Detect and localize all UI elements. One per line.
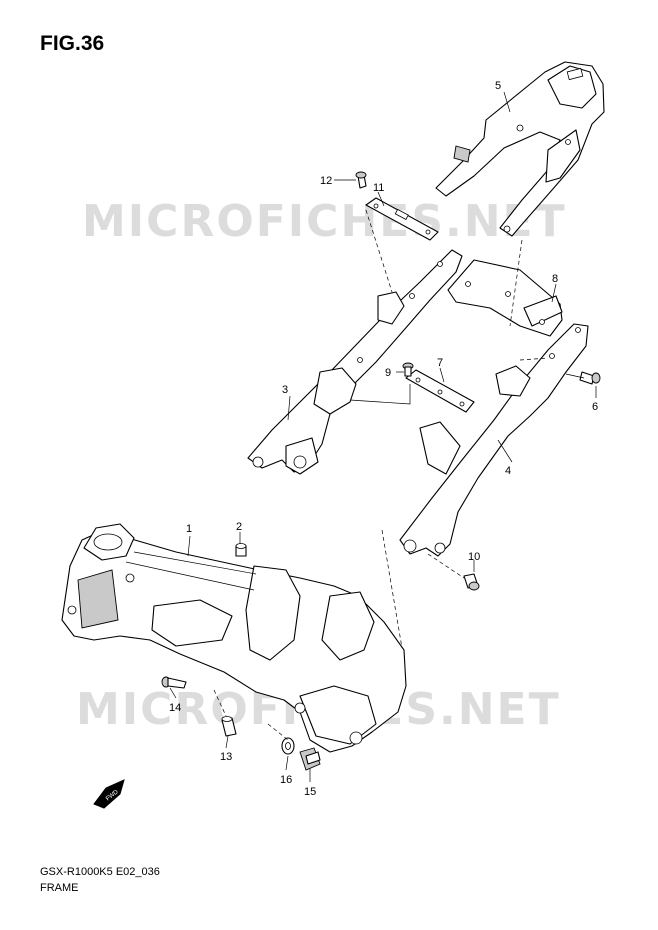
callout-9: 9 [385, 367, 391, 379]
part-2-collar [235, 543, 247, 557]
callout-15: 15 [304, 786, 316, 798]
part-3-left-rail [247, 249, 463, 475]
fwd-direction-badge: FWD [93, 779, 125, 809]
watermark-top: MICROFICHES.NET [82, 196, 567, 247]
callout-labels: 5 12 11 3 8 7 9 4 6 10 1 2 14 13 16 15 [169, 80, 598, 798]
leader-lines [169, 91, 597, 782]
model-code: GSX-R1000K5 E02_036 [40, 866, 160, 878]
callout-6: 6 [592, 401, 598, 413]
part-8-bracket [447, 259, 563, 337]
part-5-seat-rail [435, 61, 605, 237]
figure-title: FIG.36 [40, 32, 105, 55]
part-1-main-frame [61, 523, 407, 753]
part-11-bracket [365, 197, 439, 241]
part-9-bolt [402, 362, 414, 377]
part-12-bolt [355, 171, 367, 189]
part-13-spacer [221, 716, 237, 737]
assembly-lines [213, 209, 585, 741]
part-4-right-rail [399, 323, 589, 557]
callout-4: 4 [505, 465, 511, 477]
callout-14: 14 [169, 702, 181, 714]
part-7-plate [405, 369, 475, 413]
callout-8: 8 [552, 273, 558, 285]
callout-16: 16 [280, 774, 292, 786]
callout-13: 13 [220, 751, 232, 763]
callout-1: 1 [186, 523, 192, 535]
part-14-bolt [161, 676, 187, 689]
part-15-bolt [299, 747, 321, 771]
callout-11: 11 [373, 182, 384, 194]
callout-12: 12 [320, 175, 332, 187]
callout-5: 5 [495, 80, 501, 92]
callout-10: 10 [468, 551, 480, 563]
part-6-bolt [579, 371, 601, 385]
callout-2: 2 [236, 521, 242, 533]
callout-7: 7 [437, 357, 443, 369]
section-name: FRAME [40, 882, 79, 894]
callout-3: 3 [282, 384, 288, 396]
part-10-bolt [463, 573, 480, 591]
part-16-washer [281, 737, 295, 755]
